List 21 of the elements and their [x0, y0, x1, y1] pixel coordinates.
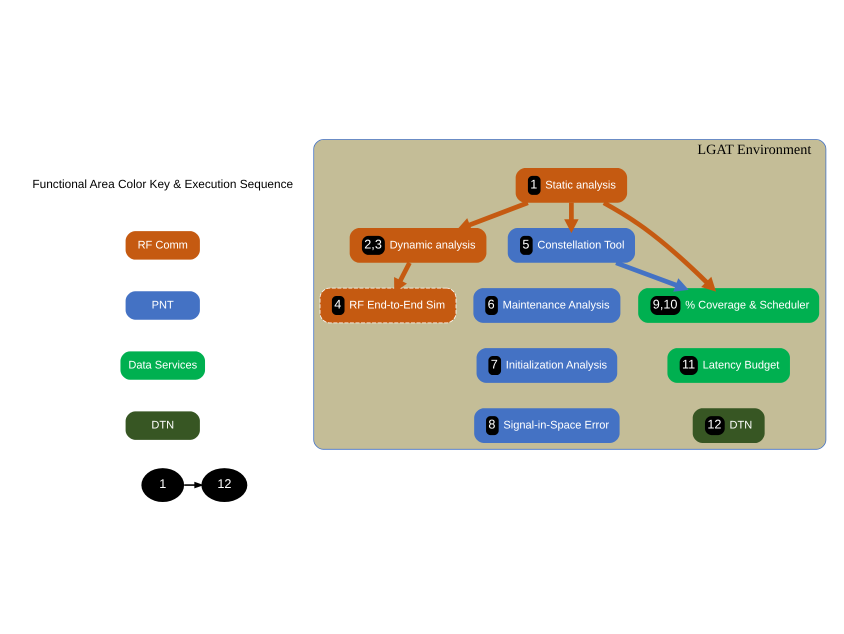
- arrow: [615, 260, 689, 292]
- legend-label: Data Services: [128, 358, 198, 371]
- node-box: 9,10 % Coverage & Scheduler: [638, 288, 820, 322]
- arrow: [184, 481, 204, 488]
- node-box: 8 Signal-in-Space Error: [474, 408, 620, 442]
- arrow: [564, 202, 579, 233]
- node-box: 2,3 Dynamic analysis: [350, 228, 486, 262]
- node-ellipse: 12: [202, 468, 248, 502]
- arrow: [602, 200, 716, 292]
- legend-label: DTN: [151, 419, 174, 432]
- node-box: 5 Constellation Tool: [508, 228, 636, 262]
- node-box: 1 Static analysis: [516, 167, 628, 202]
- node-box: 7 Initialization Analysis: [476, 348, 618, 382]
- node-ellipse: 1: [141, 468, 184, 502]
- legend-label: RF Comm: [138, 238, 188, 251]
- node-box: 11 Latency Budget: [667, 348, 790, 382]
- node-box: 12 DTN: [692, 408, 765, 442]
- legend-label: PNT: [152, 298, 174, 311]
- label: Functional Area Color Key & Execution Sequence: [32, 176, 294, 191]
- node-box: 6 Maintenance Analysis: [473, 288, 620, 322]
- node-box: 4 RF End-to-End Sim: [320, 287, 456, 323]
